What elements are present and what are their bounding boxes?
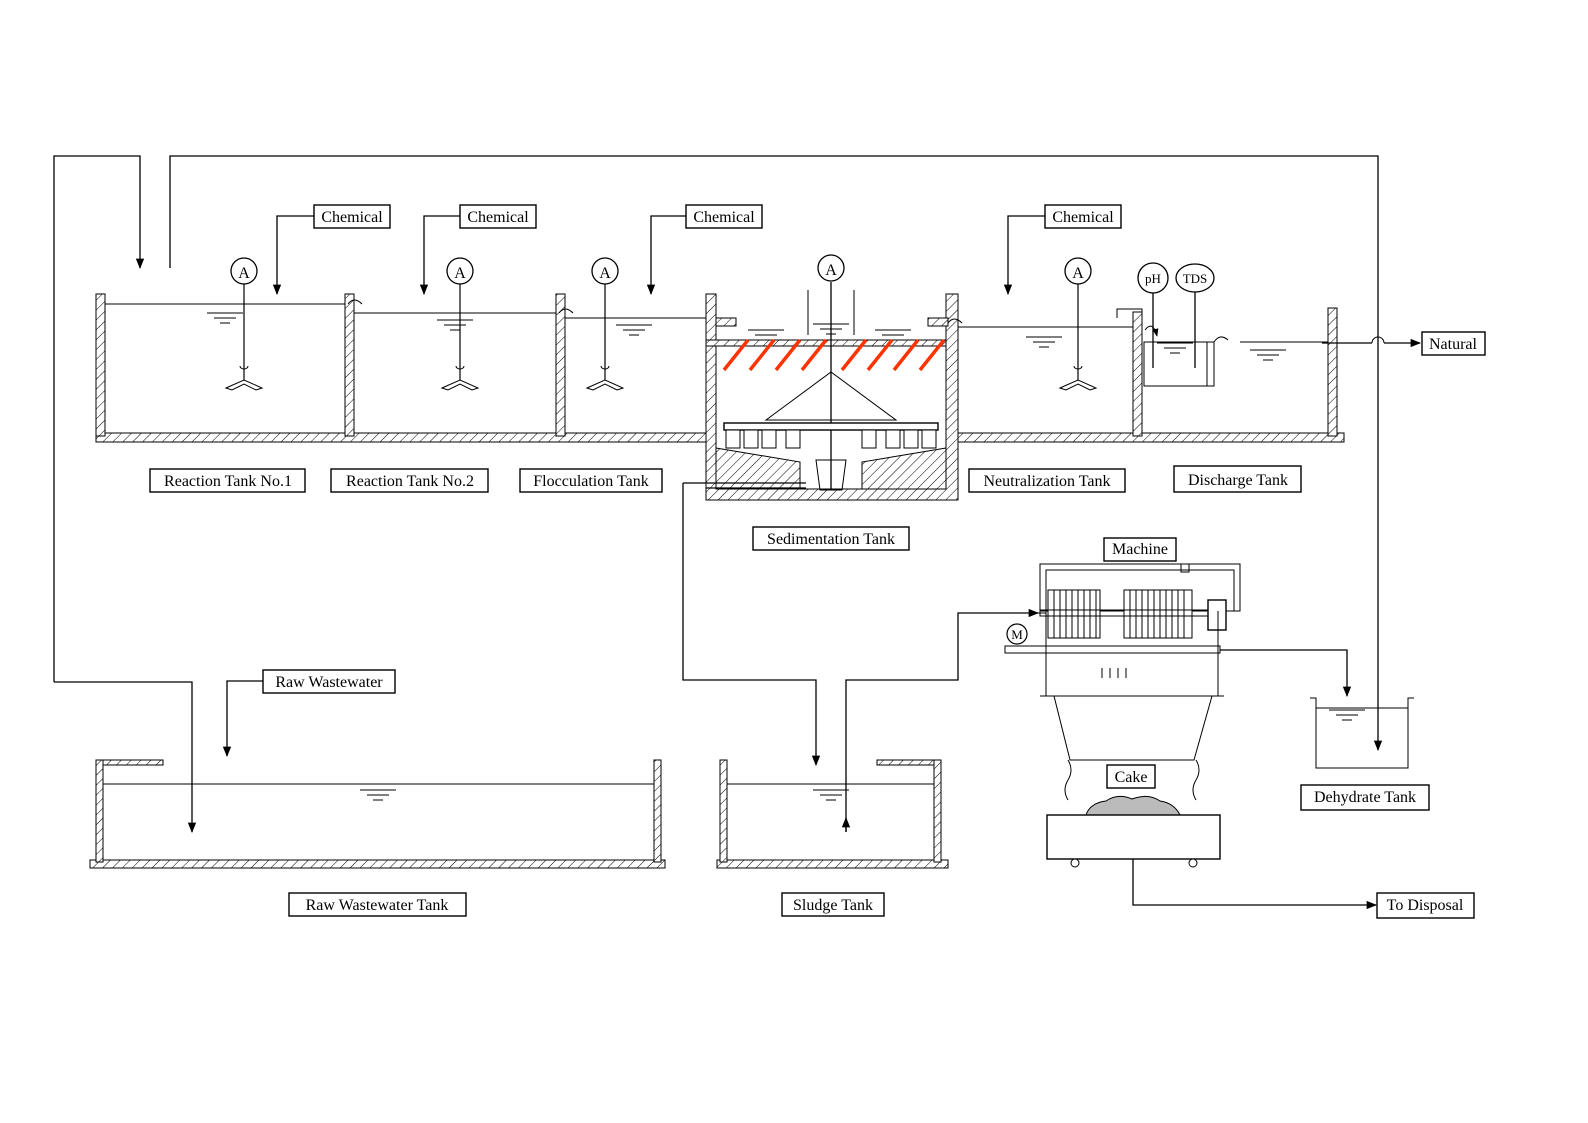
filter-press: Machine M xyxy=(1004,537,1352,801)
discharge-area: pH TDS xyxy=(1116,262,1422,387)
sludge-tank-label: Sludge Tank xyxy=(793,897,873,914)
svg-text:A: A xyxy=(454,265,466,282)
chemical-feed-1: Chemical xyxy=(272,204,391,296)
svg-text:A: A xyxy=(825,262,837,279)
reaction-tank-2-label: Reaction Tank No.2 xyxy=(346,473,474,490)
top-water-levels xyxy=(105,299,1328,361)
raw-wastewater-tank: Raw Wastewater Raw Wastewater Tank xyxy=(89,669,666,917)
cake-label: Cake xyxy=(1115,769,1148,786)
sludge-tank: Sludge Tank xyxy=(682,483,1040,917)
dehydrate-tank-label: Dehydrate Tank xyxy=(1314,789,1416,806)
machine-label: Machine xyxy=(1112,541,1168,558)
cake-cart: Cake To Disposal xyxy=(1046,764,1475,919)
raw-wastewater-tank-label: Raw Wastewater Tank xyxy=(306,897,449,914)
svg-text:A: A xyxy=(238,265,250,282)
chemical-feed-4: Chemical xyxy=(1003,204,1122,296)
chemical-label-2: Chemical xyxy=(467,209,529,226)
agitator-icon: A xyxy=(446,257,474,285)
tube-settler-media xyxy=(722,338,946,372)
neutralization-tank-label: Neutralization Tank xyxy=(984,473,1111,490)
sedimentation-internals xyxy=(683,282,946,491)
agitator-symbols: A A A A A xyxy=(230,254,1092,285)
chemical-label-3: Chemical xyxy=(693,209,755,226)
motor-label: M xyxy=(1011,627,1023,642)
ph-label: pH xyxy=(1145,271,1161,286)
svg-text:A: A xyxy=(1072,265,1084,282)
dehydrate-tank: Dehydrate Tank xyxy=(1300,697,1430,811)
natural-label: Natural xyxy=(1429,336,1478,353)
recycle-pipe-network xyxy=(53,155,1383,834)
top-labels: Reaction Tank No.1 Reaction Tank No.2 Fl… xyxy=(149,331,1486,551)
chemical-label-1: Chemical xyxy=(321,209,383,226)
reaction-tank-1-label: Reaction Tank No.1 xyxy=(164,473,292,490)
raw-wastewater-label: Raw Wastewater xyxy=(275,674,383,691)
chemical-feed-2: Chemical xyxy=(419,204,537,296)
agitator-icon: A xyxy=(1064,257,1092,285)
chemical-label-box-1 xyxy=(313,204,391,229)
chemical-label-4: Chemical xyxy=(1052,209,1114,226)
tds-sensor-icon xyxy=(1175,263,1215,293)
top-tank-row xyxy=(95,293,1345,501)
agitator-icon: A xyxy=(591,257,619,285)
svg-text:A: A xyxy=(599,265,611,282)
chemical-feed-3: Chemical xyxy=(646,204,763,296)
sedimentation-tank-label: Sedimentation Tank xyxy=(767,531,895,548)
motor-icon xyxy=(1006,623,1028,645)
agitator-icon: A xyxy=(817,254,845,282)
ph-sensor-icon xyxy=(1137,262,1169,294)
discharge-tank-label: Discharge Tank xyxy=(1188,472,1288,489)
flocculation-tank-label: Flocculation Tank xyxy=(533,473,648,490)
agitator-icon: A xyxy=(230,257,258,285)
to-disposal-label: To Disposal xyxy=(1387,897,1464,914)
tds-label: TDS xyxy=(1183,271,1208,286)
